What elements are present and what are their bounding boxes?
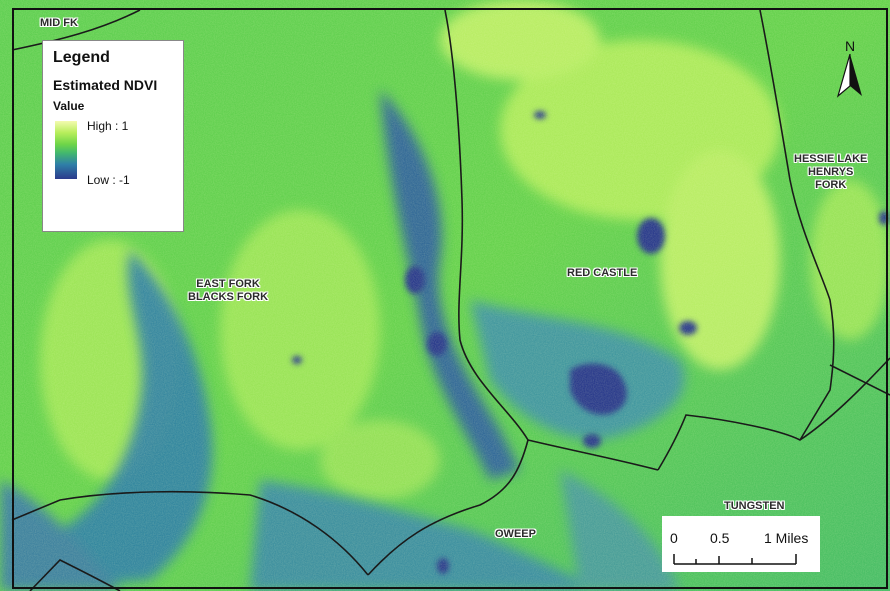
north-arrow: N <box>836 38 864 98</box>
scale-label-1: 1 Miles <box>764 530 809 546</box>
map-legend: Legend Estimated NDVI Value High : 1 Low… <box>42 40 184 232</box>
legend-subtitle: Estimated NDVI <box>53 77 158 93</box>
north-arrow-icon <box>836 54 862 98</box>
place-label-hessie-lake: HESSIE LAKE HENRYS FORK <box>794 153 867 192</box>
legend-low-label: Low : -1 <box>87 173 130 187</box>
place-label-line: FORK <box>815 179 847 191</box>
place-label-line: HENRYS <box>807 166 854 178</box>
place-label-line: HESSIE LAKE <box>794 153 868 165</box>
scale-bar: 0 0.5 1 Miles <box>662 516 820 572</box>
scale-label-half: 0.5 <box>710 530 730 546</box>
legend-high-label: High : 1 <box>87 119 129 133</box>
place-label-red-castle: RED CASTLE <box>567 267 638 279</box>
legend-color-ramp <box>55 121 77 179</box>
scale-bar-ruler <box>673 554 797 565</box>
scale-label-0: 0 <box>670 530 678 546</box>
place-label-east-fork: EAST FORK BLACKS FORK <box>188 278 268 304</box>
place-label-tungsten: TUNGSTEN <box>724 500 785 512</box>
place-label-line: EAST FORK <box>196 278 260 290</box>
place-label-oweep: OWEEP <box>495 528 536 540</box>
place-label-line: BLACKS FORK <box>188 291 269 303</box>
legend-value-label: Value <box>53 99 85 113</box>
legend-title: Legend <box>53 49 110 66</box>
north-arrow-label: N <box>845 38 856 54</box>
place-label-mid-fk: MID FK <box>40 17 78 29</box>
